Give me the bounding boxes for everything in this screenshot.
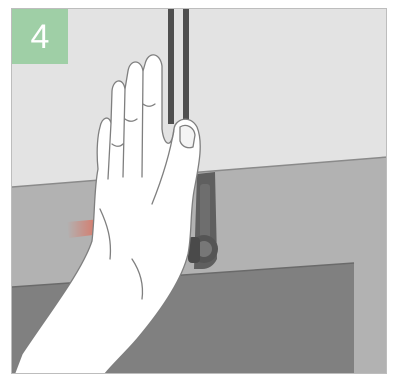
instruction-illustration: 4: [11, 8, 387, 374]
step-number: 4: [31, 20, 50, 54]
mount-rails: [168, 9, 189, 124]
scene: [12, 9, 387, 374]
step-number-badge: 4: [12, 9, 68, 64]
